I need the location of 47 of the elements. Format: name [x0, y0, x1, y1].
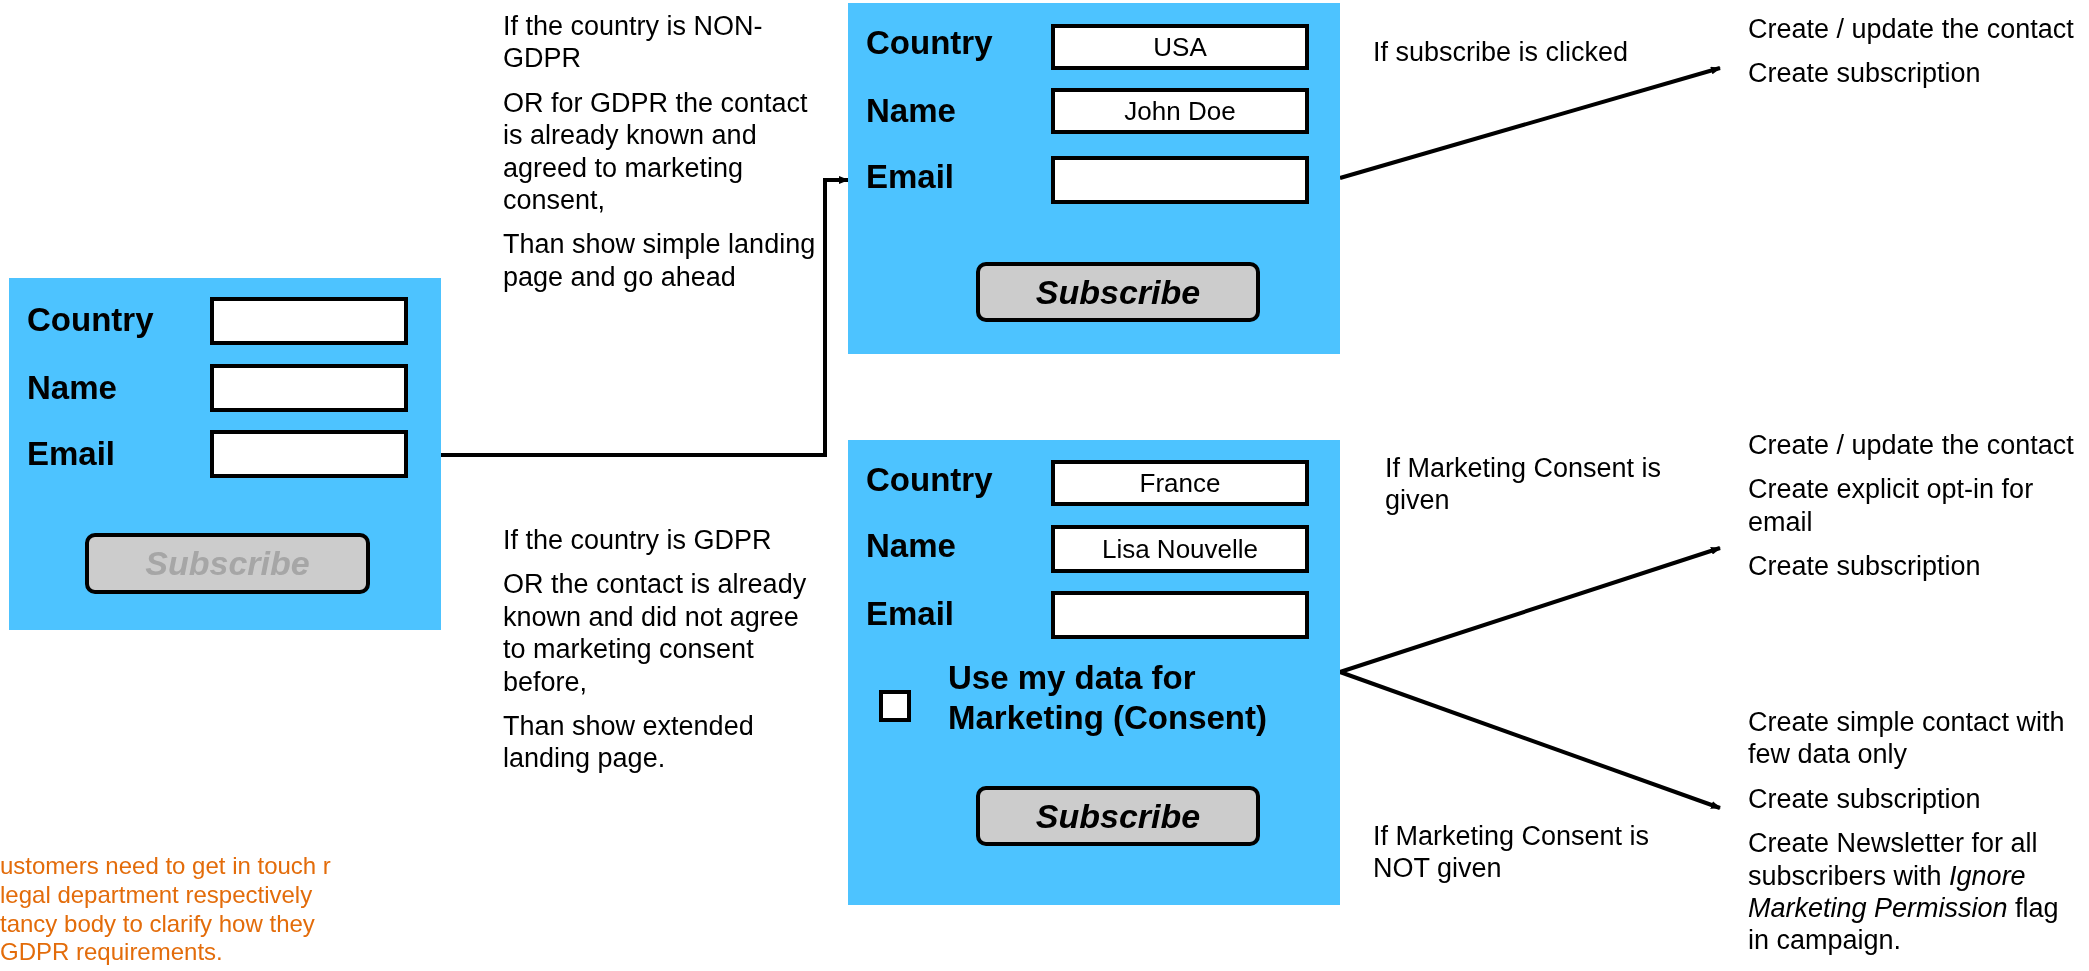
field-label: Name — [866, 91, 957, 131]
note-text: If Marketing Consent is given — [1385, 452, 1663, 517]
note-text: ustomers need to get in touch r legal department respectively tancy body to clarify how they GDPR requirements. — [0, 852, 332, 968]
input-field — [210, 430, 408, 478]
arrow — [1339, 66, 1721, 180]
arrow — [1339, 670, 1721, 810]
form-panel — [9, 278, 441, 630]
note-text: If subscribe is clicked — [1373, 36, 1630, 69]
input-field: USA — [1051, 24, 1309, 70]
input-field: France — [1051, 460, 1309, 506]
input-field — [210, 364, 408, 412]
note-text: If Marketing Consent is NOT given — [1373, 820, 1651, 885]
input-field: John Doe — [1051, 88, 1309, 134]
field-label: Country — [27, 300, 155, 340]
note-text: OR for GDPR the contact is already known and agreed to marketing consent, — [503, 86, 809, 217]
action-text: Create explicit opt-in for email — [1748, 473, 2035, 539]
action-text: Create subscription — [1748, 57, 1982, 90]
action-text: Create / update the contact — [1748, 13, 2075, 46]
note-text: Than show simple landing page and go ahead — [503, 228, 817, 294]
note-text: OR the contact is already known and did not agree to marketing consent before, — [503, 568, 808, 698]
form-panel — [848, 440, 1340, 905]
field-label: Email — [866, 594, 956, 634]
form-panel — [848, 3, 1340, 354]
field-label: Email — [866, 157, 956, 197]
action-text: Create subscription — [1748, 782, 1982, 816]
input-field: Lisa Nouvelle — [1051, 525, 1309, 573]
arrow — [441, 176, 849, 457]
input-field — [1051, 156, 1309, 204]
action-text: Create Newsletter for all subscribers with Ignore Marketing Permission flag in campaign. — [1748, 827, 2060, 957]
note-text: Than show extended landing page. — [503, 709, 755, 775]
action-text: Create simple contact with few data only — [1748, 706, 2066, 771]
action-text: Create subscription — [1748, 550, 1982, 583]
field-label: Country — [866, 460, 994, 500]
subscribe-button: Subscribe — [976, 262, 1260, 322]
note-text: If the country is NON-GDPR — [503, 10, 764, 75]
input-field — [210, 297, 408, 345]
subscribe-button: Subscribe — [976, 786, 1260, 846]
field-label: Name — [866, 526, 957, 566]
field-label: Name — [27, 368, 118, 408]
arrow — [1339, 546, 1721, 674]
input-field — [1051, 591, 1309, 639]
note-text: If the country is GDPR — [503, 524, 773, 557]
checkbox — [879, 690, 911, 722]
field-label: Email — [27, 434, 117, 474]
field-label: Country — [866, 23, 994, 63]
field-label: Use my data for Marketing (Consent) — [948, 658, 1268, 738]
action-text: Create / update the contact — [1748, 429, 2075, 462]
